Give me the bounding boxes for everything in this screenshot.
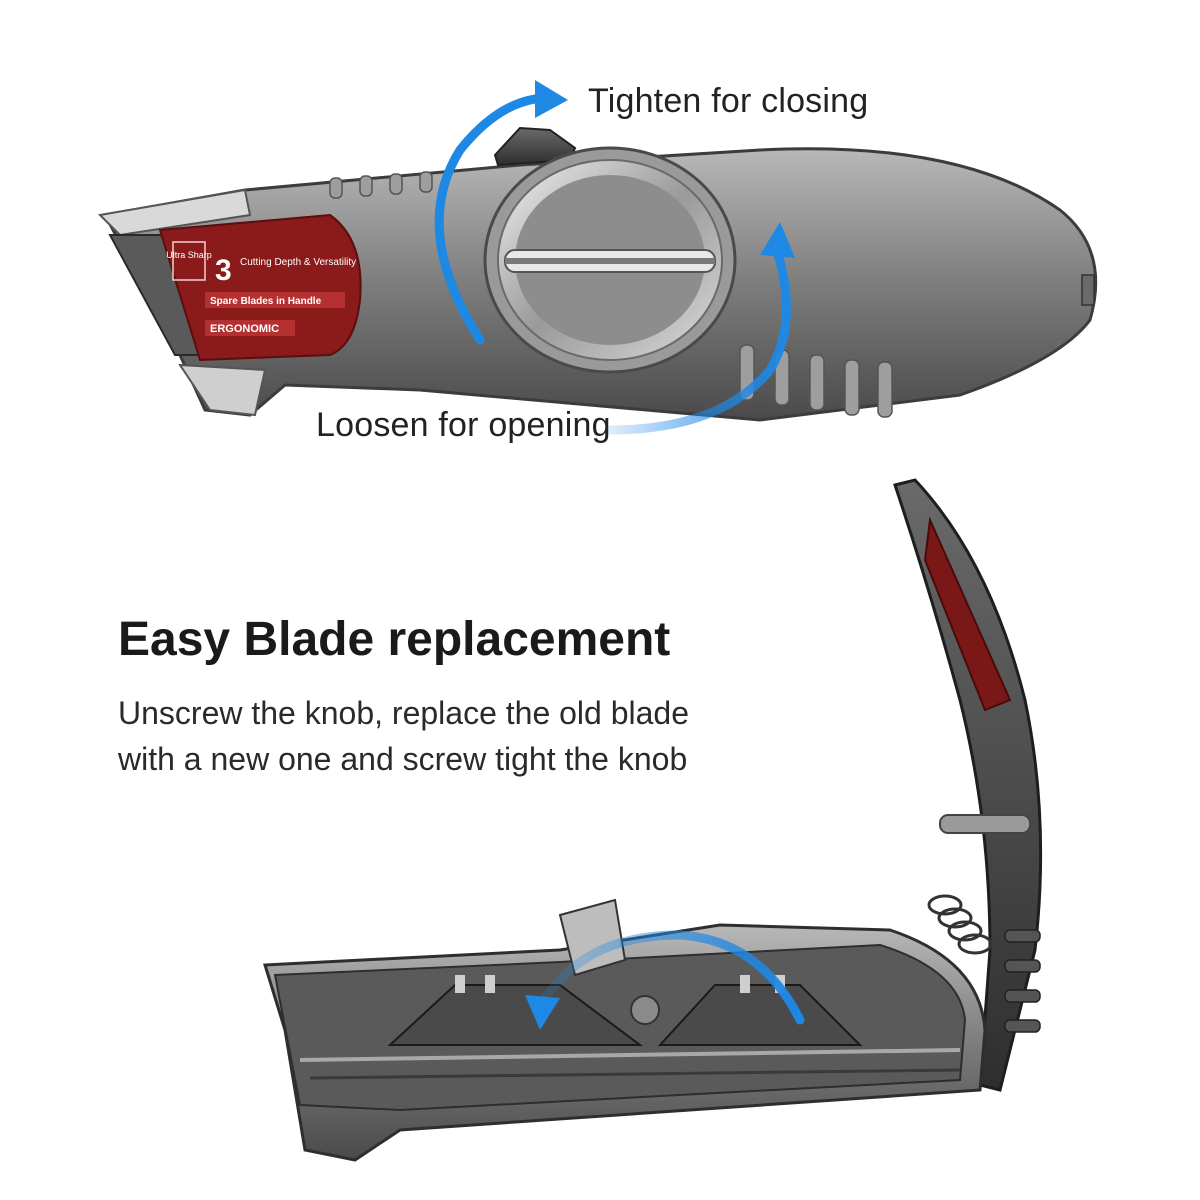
feature-description-line: with a new one and screw tight the knob bbox=[118, 741, 688, 777]
label-headline: Cutting Depth & Versatility bbox=[240, 257, 356, 268]
feature-description-line: Unscrew the knob, replace the old blade bbox=[118, 695, 690, 731]
feature-title: Easy Blade replacement bbox=[118, 613, 671, 666]
open-knife bbox=[262, 478, 1043, 1162]
tighten-callout: Tighten for closing bbox=[588, 82, 869, 120]
replace-blade-arrow-icon bbox=[525, 930, 805, 1030]
label-number: 3 bbox=[215, 254, 232, 287]
label-badge: Ultra Sharp bbox=[166, 250, 212, 260]
blade-knob bbox=[483, 146, 737, 374]
closed-knife: Ultra Sharp 3 Cutting Depth & Versatilit… bbox=[97, 126, 1098, 422]
label-line2: Spare Blades in Handle bbox=[210, 296, 322, 307]
feature-description: Unscrew the knob, replace the old blade … bbox=[118, 690, 758, 782]
loosen-callout: Loosen for opening bbox=[316, 406, 611, 444]
tighten-arrow-icon bbox=[434, 80, 568, 345]
loosen-arrow-icon bbox=[605, 222, 795, 435]
label-line3: ERGONOMIC bbox=[210, 323, 279, 335]
